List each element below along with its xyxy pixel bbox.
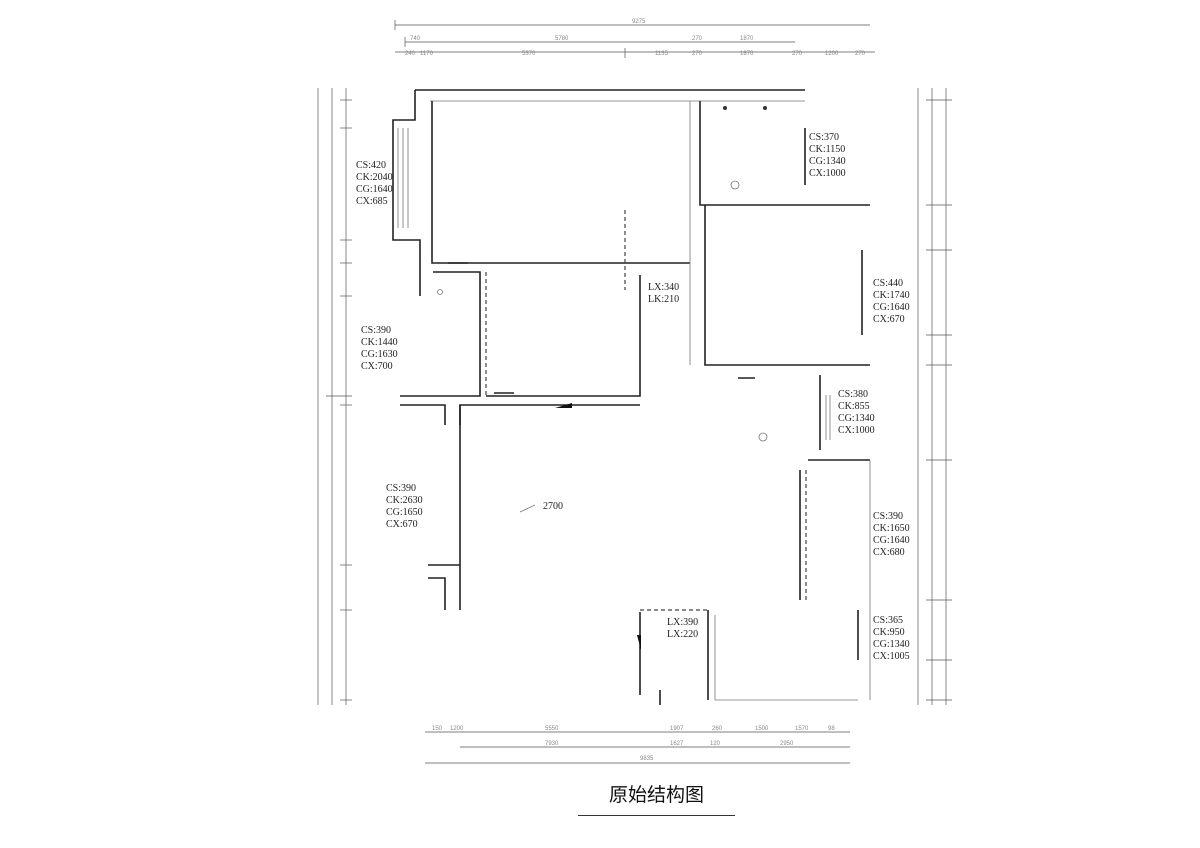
dim-text: 1200 <box>450 726 464 732</box>
pipe-icon <box>437 289 443 295</box>
dim-text: 98 <box>828 726 835 732</box>
beam-label: LX:390 <box>667 617 698 628</box>
pipe-icon <box>763 106 767 110</box>
dim-text: 1570 <box>795 726 809 732</box>
window-label: CS:390 <box>361 325 391 336</box>
dim-text: 240 <box>405 51 416 57</box>
walls <box>392 89 871 705</box>
dim-text: 270 <box>792 51 803 57</box>
ceiling-height-label: 2700 <box>543 501 563 512</box>
window-label: CX:700 <box>361 361 393 372</box>
window-label: CX:685 <box>356 196 388 207</box>
window-label: CK:2630 <box>386 495 423 506</box>
dim-text: 5780 <box>555 36 569 42</box>
window-label: CK:1440 <box>361 337 398 348</box>
beam-label: LX:220 <box>667 629 698 640</box>
dim-text: 740 <box>410 36 421 42</box>
window-label: CG:1640 <box>356 184 393 195</box>
dim-text: 9835 <box>640 756 654 762</box>
top-dimensions: 9275 740 5780 270 1870 240 1170 5370 113… <box>394 19 875 58</box>
dim-text: 1907 <box>670 726 684 732</box>
drain-icon <box>758 432 768 442</box>
window-label: CG:1640 <box>873 535 910 546</box>
dim-text: 270 <box>692 51 703 57</box>
dim-text: 270 <box>692 36 703 42</box>
north-arrow-icon <box>555 403 572 408</box>
window-label: CX:1000 <box>838 425 875 436</box>
window-label: CS:380 <box>838 389 868 400</box>
window-label: CG:1650 <box>386 507 423 518</box>
pipe-icon <box>723 106 727 110</box>
dim-text: 2950 <box>780 741 794 747</box>
window-label: CG:1630 <box>361 349 398 360</box>
window-label: CX:1005 <box>873 651 910 662</box>
window-label: CG:1340 <box>838 413 875 424</box>
dim-text: 1627 <box>670 741 684 747</box>
window-label: CS:440 <box>873 278 903 289</box>
beam-label: LX:340 <box>648 282 679 293</box>
window-label: CG:1340 <box>873 639 910 650</box>
dim-text: 1135 <box>655 51 669 57</box>
window-label: CG:1340 <box>809 156 846 167</box>
dim-text: 1200 <box>825 51 839 57</box>
window-label: CX:670 <box>386 519 418 530</box>
window-label: CS:365 <box>873 615 903 626</box>
dim-text: 1170 <box>420 51 434 57</box>
marker-icon <box>637 635 641 650</box>
dim-text: 5550 <box>545 726 559 732</box>
window-label: CG:1640 <box>873 302 910 313</box>
dim-text: 1870 <box>740 36 754 42</box>
window-label: CS:390 <box>386 483 416 494</box>
window-label: CK:1740 <box>873 290 910 301</box>
dim-text: 7930 <box>545 741 559 747</box>
dim-text: 5370 <box>522 51 536 57</box>
dim-text: 1870 <box>740 51 754 57</box>
drain-icon <box>730 180 740 190</box>
side-dimensions <box>317 88 952 705</box>
bottom-dimensions: 150 1200 5550 1907 260 1500 1570 98 7930… <box>425 726 850 764</box>
window-label: CS:390 <box>873 511 903 522</box>
dim-text: 270 <box>855 51 866 57</box>
dim-text: 150 <box>432 726 443 732</box>
window-label: CK:855 <box>838 401 870 412</box>
drawing-title: 原始结构图 <box>578 780 735 816</box>
dim-text: 120 <box>710 741 721 747</box>
window-label: CS:420 <box>356 160 386 171</box>
window-label: CK:950 <box>873 627 905 638</box>
dim-text: 260 <box>712 726 723 732</box>
dim-text: 1500 <box>755 726 769 732</box>
window-label: CX:670 <box>873 314 905 325</box>
beam-label: LK:210 <box>648 294 679 305</box>
window-label: CS:370 <box>809 132 839 143</box>
window-label: CK:2040 <box>356 172 393 183</box>
window-label: CX:680 <box>873 547 905 558</box>
dim-top-total: 9275 <box>632 19 646 25</box>
window-label: CK:1650 <box>873 523 910 534</box>
window-label: CK:1150 <box>809 144 845 155</box>
window-label: CX:1000 <box>809 168 846 179</box>
